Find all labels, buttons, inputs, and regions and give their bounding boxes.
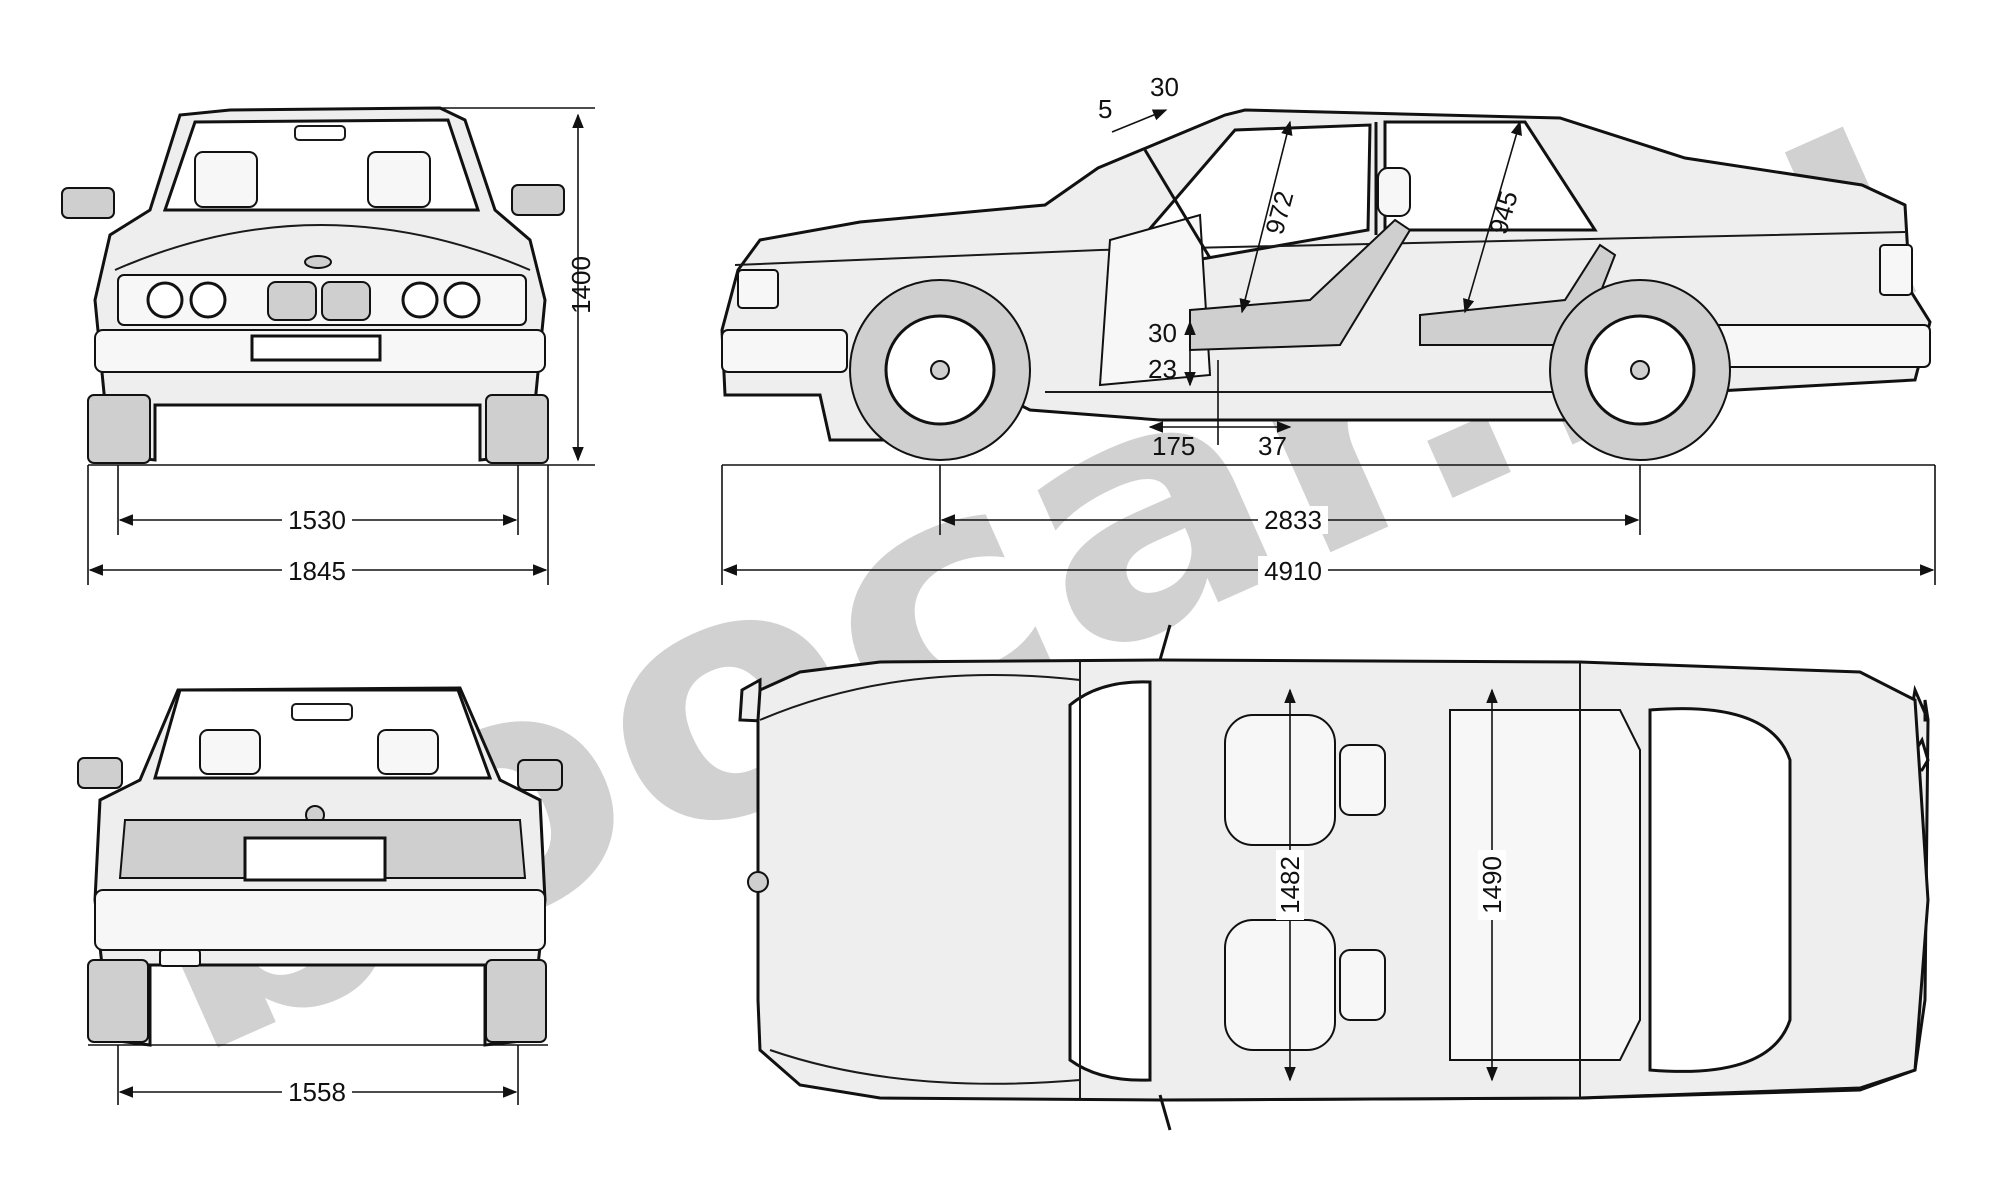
side-front-door-open <box>1098 213 1212 387</box>
side-wheelbase-label-bg <box>1258 506 1328 534</box>
front-width-label: 1845 <box>288 556 346 586</box>
front-lamp-1 <box>146 281 184 319</box>
front-lamp-2 <box>189 281 227 319</box>
rear-brake-light <box>291 703 353 721</box>
side-front-bumper <box>721 329 848 373</box>
side-seat-down-label: 23 <box>1148 354 1177 384</box>
side-angle-a-label: 5 <box>1098 94 1112 124</box>
side-steering-column <box>1143 149 1212 259</box>
top-interior-front-label-bg <box>1276 850 1304 920</box>
front-track-label-bg <box>282 506 352 534</box>
front-height-label: 1400 <box>566 256 596 314</box>
front-tire-right <box>485 394 549 464</box>
front-badge <box>304 255 332 269</box>
front-lamp-4 <box>443 281 481 319</box>
side-wheelbase-label: 2833 <box>1264 505 1322 535</box>
side-front-hub <box>930 360 950 380</box>
top-front-headrest-left <box>1339 744 1386 816</box>
rear-bumper <box>94 889 546 951</box>
side-headroom-rear-dim <box>1463 120 1522 314</box>
side-front-headrest <box>1377 167 1411 217</box>
side-view: 5 30 972 945 30 23 175 37 2833 4910 <box>720 72 1936 586</box>
top-interior-rear-label: 1490 <box>1477 856 1507 914</box>
front-track-label: 1530 <box>288 505 346 535</box>
front-seat-right <box>367 151 431 208</box>
front-hood <box>114 224 531 271</box>
front-kidney-left <box>267 281 317 321</box>
side-length-label-bg <box>1258 556 1328 584</box>
front-mirror-left <box>61 187 115 219</box>
side-headlight <box>737 269 779 309</box>
rear-headrest-right <box>377 729 439 775</box>
side-length-label: 4910 <box>1264 556 1322 586</box>
top-front-headrest-right <box>1339 949 1386 1021</box>
side-seat-up-label: 30 <box>1148 318 1177 348</box>
top-rear-window <box>1648 707 1792 1073</box>
top-mirror-left <box>1158 624 1172 661</box>
front-rear-mirror <box>294 125 346 141</box>
front-width-label-bg <box>282 556 352 584</box>
rear-headrest-left <box>199 729 261 775</box>
front-plate <box>250 334 382 362</box>
side-angle-b-label: 30 <box>1150 72 1179 102</box>
side-seat-back-label: 175 <box>1152 431 1195 461</box>
side-seat-fwd-label: 37 <box>1258 431 1287 461</box>
side-beltline <box>734 231 1906 266</box>
rear-tire-left <box>87 959 149 1043</box>
rear-track-label-bg <box>282 1078 352 1106</box>
front-tire-left <box>87 394 151 464</box>
top-badge <box>747 871 769 893</box>
rear-plate <box>243 836 387 882</box>
rear-view: 1558 <box>77 686 563 1107</box>
top-view: 1482 1490 <box>738 624 1930 1131</box>
top-front-seat-right <box>1224 919 1336 1051</box>
front-mirror-right <box>511 184 565 216</box>
top-mirror-right <box>1158 1094 1172 1131</box>
rear-mirror-left <box>77 757 123 789</box>
side-rear-hub <box>1630 360 1650 380</box>
rear-mirror-right <box>517 759 563 791</box>
side-headroom-front-dim <box>1239 120 1293 314</box>
top-front-seat-left <box>1224 714 1336 846</box>
side-taillight <box>1879 244 1913 296</box>
side-steering-angle-axis <box>1111 109 1168 133</box>
front-kidney-right <box>321 281 371 321</box>
front-seat-left <box>194 151 258 208</box>
rear-track-label: 1558 <box>288 1077 346 1107</box>
front-lamp-3 <box>401 281 439 319</box>
rear-exhaust <box>159 949 201 967</box>
front-view: 1400 1530 1845 <box>61 106 596 586</box>
rear-tire-right <box>485 959 547 1043</box>
top-windshield <box>1068 680 1152 1082</box>
top-interior-front-label: 1482 <box>1275 856 1305 914</box>
top-interior-rear-label-bg <box>1478 850 1506 920</box>
